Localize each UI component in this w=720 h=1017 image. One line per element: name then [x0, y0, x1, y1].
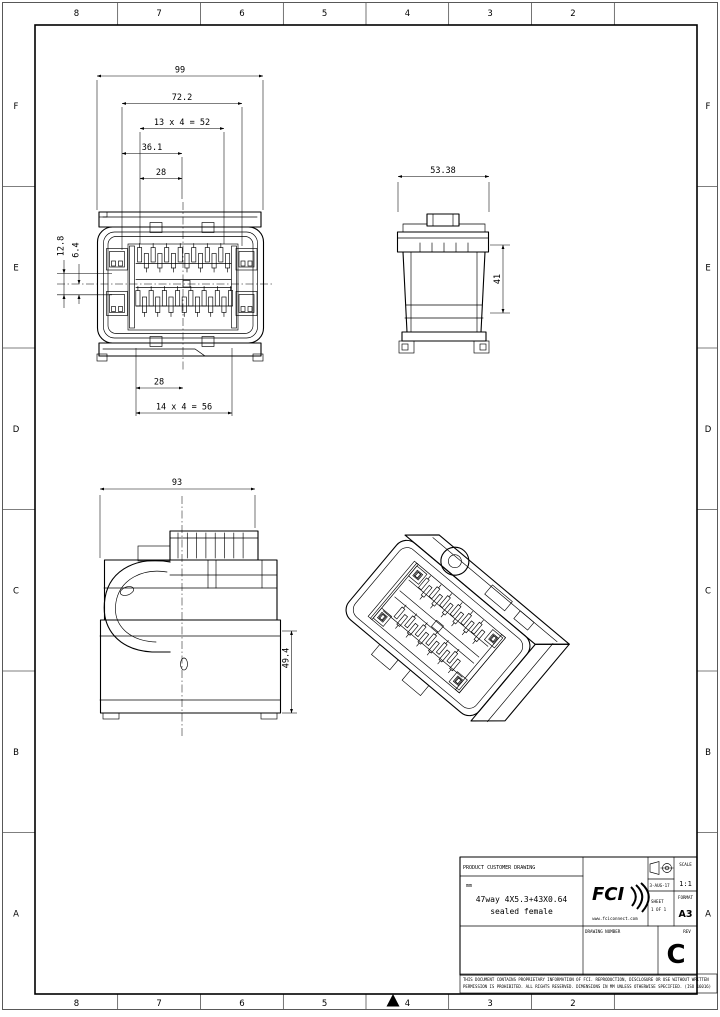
rev-value: C	[666, 940, 685, 970]
zone-label: E	[13, 263, 18, 273]
projection-symbol-icon	[649, 861, 674, 875]
rev-label: REV	[683, 929, 691, 934]
date-value: 3-AUG-17	[650, 883, 671, 888]
zone-label: 2	[570, 999, 575, 1009]
drawing-title-line2: sealed female	[490, 907, 553, 916]
logo-swoosh-icon	[630, 882, 650, 913]
zone-label: F	[706, 102, 711, 112]
zone-label: 5	[322, 9, 327, 19]
zone-label: 7	[156, 999, 161, 1009]
disclaimer-line2: PERMISSION IS PROHIBITED. ALL RIGHTS RES…	[463, 984, 711, 989]
zone-label: 8	[74, 9, 79, 19]
dim-width-28-bottom: 28	[154, 378, 164, 388]
dim-width-36-1: 36.1	[142, 143, 162, 153]
zone-label: C	[13, 586, 19, 596]
dim-pitch-row-bottom: 14 x 4 = 56	[156, 403, 212, 413]
side-view: 53.38 41	[396, 166, 510, 354]
zone-label: 5	[322, 999, 327, 1009]
zone-label: B	[705, 748, 711, 758]
zone-label: A	[705, 909, 711, 919]
zone-label: D	[705, 425, 712, 435]
zone-label: 4	[405, 9, 410, 19]
zone-label: 4	[405, 999, 410, 1009]
title-block-header: PRODUCT CUSTOMER DRAWING	[463, 865, 535, 871]
zone-label: D	[13, 425, 20, 435]
dim-side-height: 41	[493, 274, 503, 284]
zone-label: 6	[239, 9, 244, 19]
dim-row-spacing: 12.8	[57, 236, 67, 256]
zone-label: C	[705, 586, 711, 596]
sheet-value: 1 OF 1	[651, 907, 667, 912]
dim-pitch-row-top: 13 x 4 = 52	[154, 118, 210, 128]
scale-label: SCALE	[679, 862, 692, 867]
dim-overall-width: 99	[175, 66, 185, 76]
zone-label: B	[13, 748, 19, 758]
format-value: A3	[679, 909, 693, 920]
lever-side-view: 93 49.4	[99, 478, 297, 738]
drawing-title-line1: 47way 4X5.3+43X0.64	[476, 895, 568, 904]
company-website: www.fciconnect.com	[592, 916, 638, 921]
units-label: mm	[466, 883, 472, 889]
scale-value: 1:1	[679, 880, 692, 888]
dim-rear-height: 49.4	[282, 648, 292, 668]
dim-inner-width: 72.2	[172, 93, 192, 103]
dim-side-width: 53.38	[430, 166, 456, 176]
sheet-label: SHEET	[651, 899, 664, 904]
front-view: 99 72.2 13 x 4 = 52 36.1 28 12.8 6.4 28 …	[57, 66, 272, 416]
zone-label: 3	[487, 999, 492, 1009]
isometric-view	[345, 534, 570, 723]
zone-label: 7	[156, 9, 161, 19]
zone-label: 8	[74, 999, 79, 1009]
company-logo: FCI	[592, 884, 625, 905]
dim-row-offset: 6.4	[72, 242, 82, 257]
zone-label: E	[705, 263, 710, 273]
title-block: PRODUCT CUSTOMER DRAWING mm 47way 4X5.3+…	[459, 856, 718, 994]
format-label: FORMAT	[678, 895, 694, 900]
dim-lever-width: 93	[172, 478, 182, 488]
dim-width-28-top: 28	[156, 168, 166, 178]
zone-label: F	[14, 102, 19, 112]
zone-label: 3	[487, 9, 492, 19]
zone-label: 6	[239, 999, 244, 1009]
zone-label: A	[13, 909, 19, 919]
zone-label: 2	[570, 9, 575, 19]
disclaimer-line1: THIS DOCUMENT CONTAINS PROPRIETARY INFOR…	[463, 977, 709, 982]
center-mark-triangle	[386, 994, 400, 1007]
drawing-number-label: DRAWING NUMBER	[585, 929, 621, 934]
